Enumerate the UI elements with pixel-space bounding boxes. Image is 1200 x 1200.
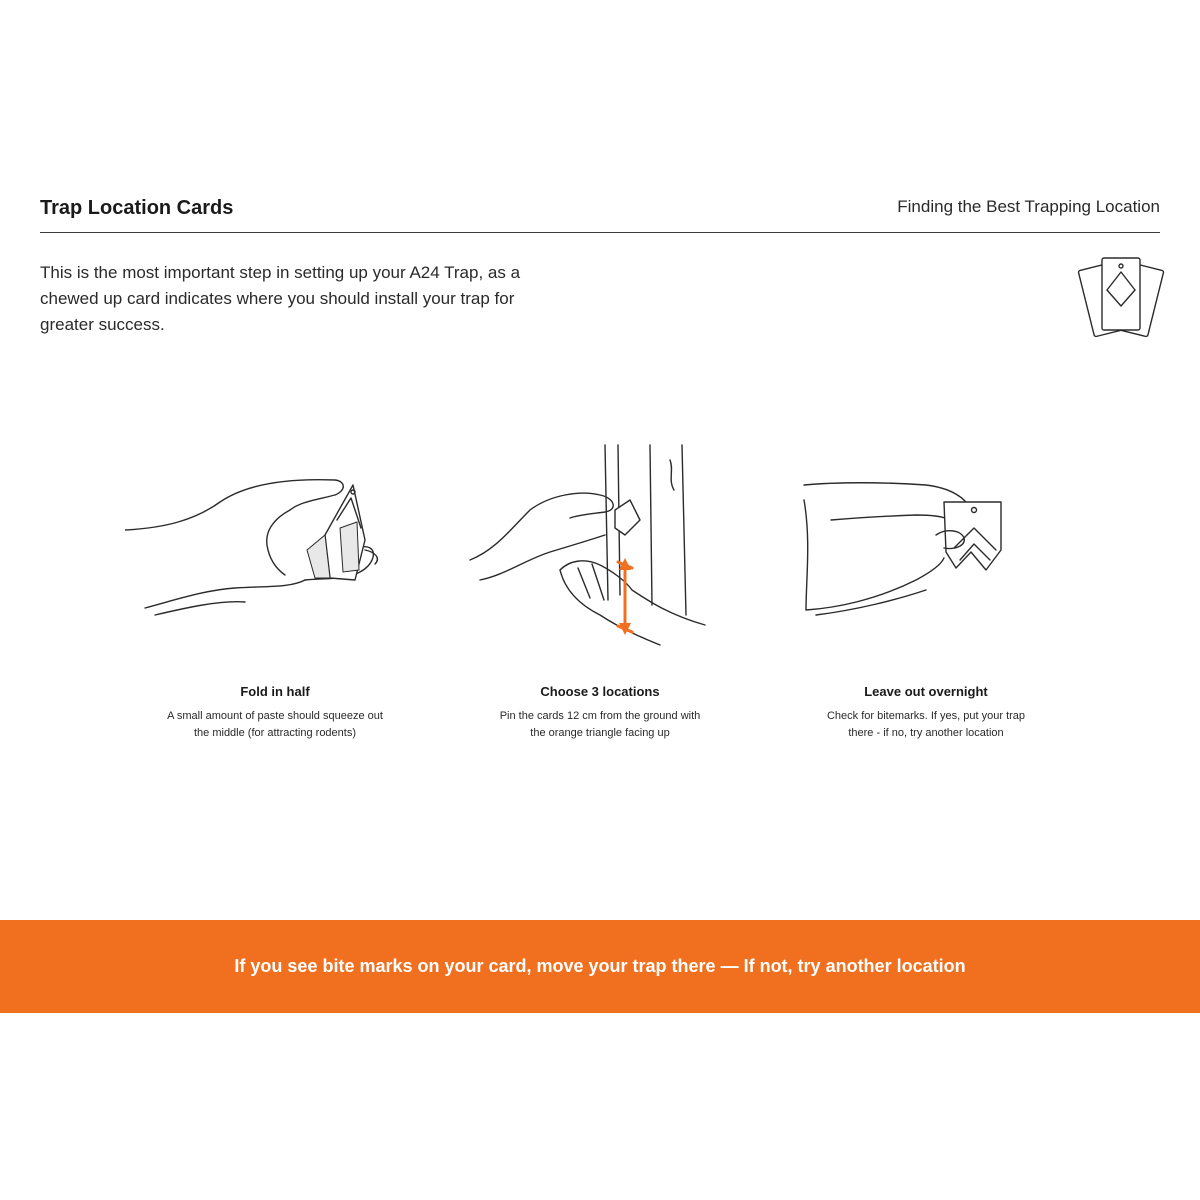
step-desc-line: there - if no, try another location — [848, 727, 1004, 739]
cards-icon — [1077, 257, 1165, 338]
step-title: Leave out overnight — [864, 684, 988, 699]
step-desc-line: the middle (for attracting rodents) — [193, 727, 357, 739]
step-description: A small amount of paste should squeeze o… — [150, 708, 400, 742]
intro-line: greater success. — [40, 315, 165, 334]
intro-paragraph: This is the most important step in setti… — [40, 260, 600, 338]
step-desc-line: Pin the cards 12 cm from the ground with — [499, 710, 701, 722]
step-choose-3-locations: Choose 3 locations Pin the cards 12 cm f… — [450, 440, 750, 760]
intro-line: chewed up card indicates where you shoul… — [40, 289, 515, 308]
hand-folding-card-illustration — [125, 478, 379, 616]
header: Trap Location Cards Finding the Best Tra… — [40, 190, 1160, 233]
step-desc-line: Check for bitemarks. If yes, put your tr… — [826, 710, 1026, 722]
step-description: Pin the cards 12 cm from the ground with… — [475, 708, 725, 742]
page-title: Trap Location Cards — [40, 197, 234, 219]
step-fold-in-half: Fold in half A small amount of paste sho… — [125, 440, 425, 760]
hand-pinning-card-illustration — [469, 444, 706, 646]
step-desc-line: the orange triangle facing up — [530, 727, 670, 739]
banner-text: If you see bite marks on your card, move… — [234, 956, 966, 976]
step-title: Fold in half — [240, 684, 310, 699]
step-description: Check for bitemarks. If yes, put your tr… — [801, 708, 1051, 742]
bottom-banner: If you see bite marks on your card, move… — [0, 920, 1200, 1013]
intro-line: This is the most important step in setti… — [40, 263, 521, 282]
step-title: Choose 3 locations — [540, 684, 660, 699]
page-subtitle: Finding the Best Trapping Location — [897, 197, 1160, 216]
hand-holding-bitten-card-illustration — [803, 482, 1002, 616]
step-desc-line: A small amount of paste should squeeze o… — [167, 710, 383, 722]
step-leave-out-overnight: Leave out overnight Check for bitemarks.… — [776, 440, 1076, 760]
